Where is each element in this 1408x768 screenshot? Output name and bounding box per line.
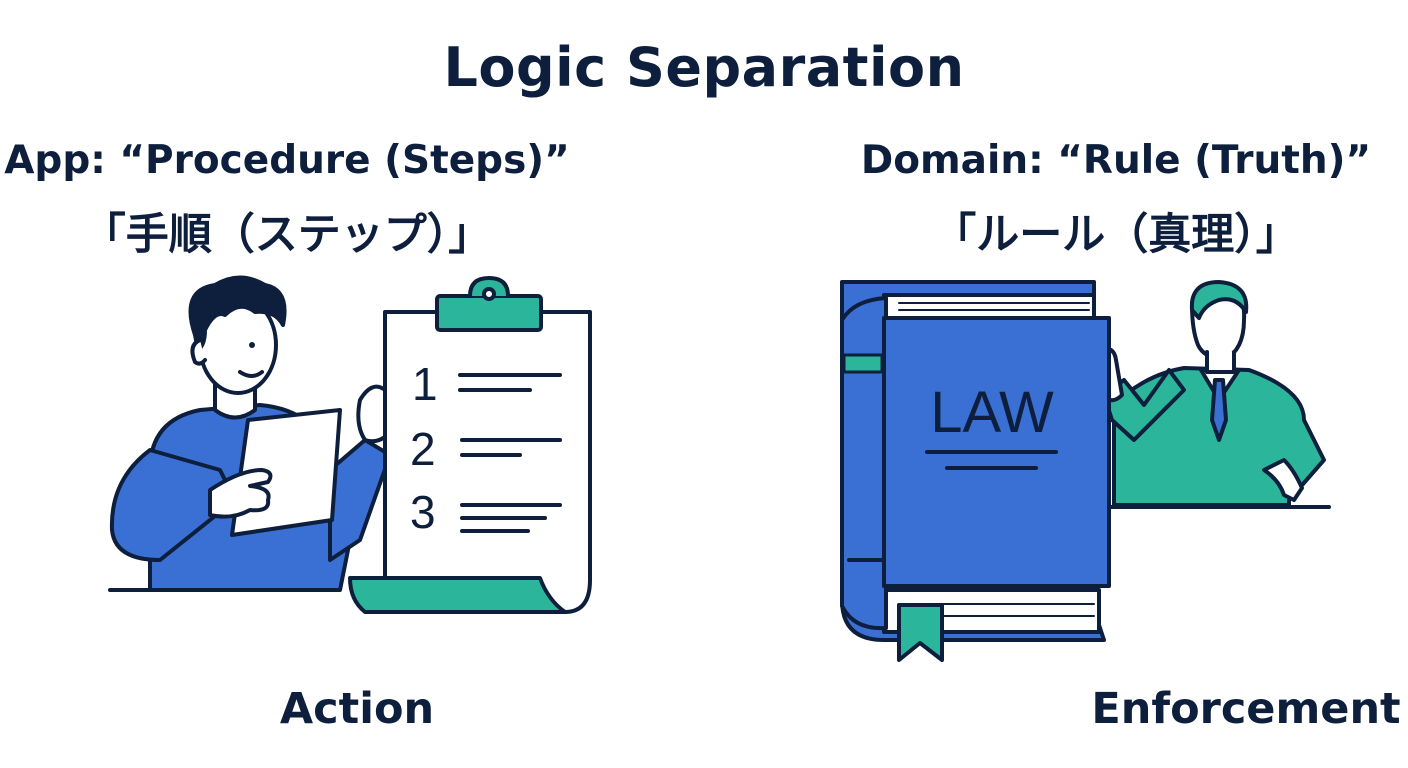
app-panel: App: “Procedure (Steps)” 「手順（ステップ）」 [4, 138, 592, 734]
official-person-icon [1096, 280, 1331, 509]
law-book-icon [840, 280, 1111, 662]
person-reading-icon [108, 275, 394, 592]
step-number-3: 3 [410, 486, 436, 538]
clipboard-icon [348, 276, 592, 614]
diagram-title: Logic Separation [443, 36, 965, 99]
domain-heading: Domain: “Rule (Truth)” [860, 138, 1372, 183]
cover-lines [925, 450, 1058, 470]
step-number-1: 1 [412, 358, 438, 410]
book-label: LAW [930, 380, 1054, 445]
app-heading: App: “Procedure (Steps)” [4, 138, 570, 183]
enforcement-caption: Enforcement [1091, 684, 1401, 734]
step-lines [458, 373, 562, 533]
step-number-2: 2 [410, 423, 436, 475]
app-heading-jp: 「手順（ステップ）」 [82, 210, 492, 260]
procedure-illustration: 1 2 3 [108, 275, 592, 614]
action-caption: Action [279, 684, 435, 734]
rule-illustration: LAW [840, 280, 1331, 662]
domain-panel: Domain: “Rule (Truth)” 「ルール（真理）」 [704, 0, 1408, 768]
domain-heading-jp: 「ルール（真理）」 [933, 210, 1299, 260]
